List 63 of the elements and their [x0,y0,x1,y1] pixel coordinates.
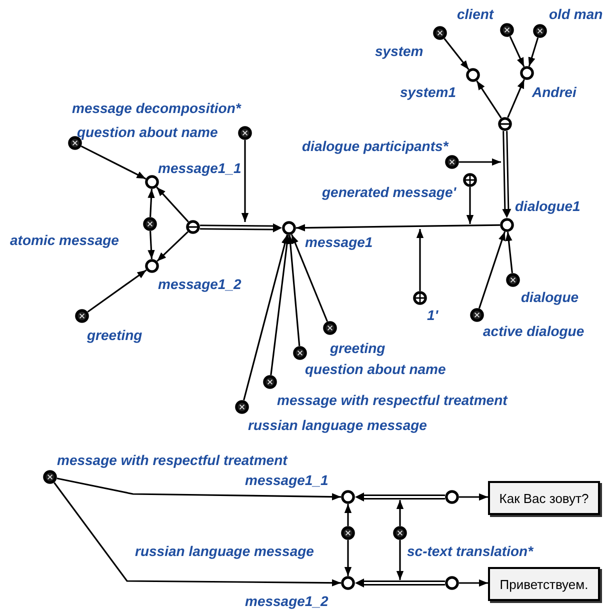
arrow [54,482,341,586]
node-label: dialogue [521,289,579,305]
node-label: system1 [400,84,456,100]
arrow [148,230,155,260]
arrow [80,145,146,180]
arrow [270,234,291,376]
node-label: question about name [77,124,218,140]
arrow [507,79,525,118]
node-label: message with respectful treatment [277,392,508,408]
arrow [156,231,188,262]
arrow [396,540,404,580]
arrow [459,579,488,587]
node-label: system [375,43,424,59]
arrow [148,188,155,218]
node-label: 1' [427,307,438,323]
node-label: russian language message [135,543,314,559]
arrow [344,540,352,576]
arrow [286,234,300,346]
double-line-arrow [200,223,282,232]
arrow [505,232,513,274]
double-line-arrow [502,130,512,218]
node-label: active dialogue [483,323,584,339]
arrow [466,187,474,224]
node-label: generated message' [322,184,456,200]
node-label: message decomposition* [72,100,241,116]
arrow [478,231,506,309]
node-label: dialogue participants* [302,138,448,154]
node-label: message1 [305,234,373,250]
arrow [243,234,288,400]
node-label: message1_2 [158,276,242,292]
node-label: question about name [305,361,446,377]
node-label: Andrei [532,84,576,100]
arrow [444,38,470,70]
double-line-arrow [355,492,445,502]
node-label: greeting [330,340,386,356]
arrow [459,493,488,501]
arrow [396,500,404,526]
arrow [56,478,342,500]
arrow [476,80,502,119]
node-label: dialogue1 [515,198,580,214]
arrow [528,37,539,67]
node-label: client [457,6,494,22]
node-label: greeting [87,327,142,343]
node-label: atomic message [10,232,119,248]
arrow [241,140,249,222]
text-box: Как Вас зовут? [488,481,600,515]
arrow [290,234,328,322]
node-label: russian language message [248,417,427,433]
arrow [459,158,501,166]
arrow [156,186,189,222]
arrow [344,504,352,526]
node-label: message1_1 [158,160,242,176]
arrow [87,269,147,313]
node-label: message1_2 [245,593,328,609]
arrow [416,229,424,291]
node-label: old man [549,6,603,22]
double-line-arrow [355,578,445,588]
arrow [296,224,500,232]
text-box: Приветствуем. [488,567,600,601]
node-label: message1_1 [245,472,328,488]
node-label: sc-text translation* [407,543,534,559]
arrow [509,36,525,68]
node-label: message with respectful treatment [57,452,288,468]
